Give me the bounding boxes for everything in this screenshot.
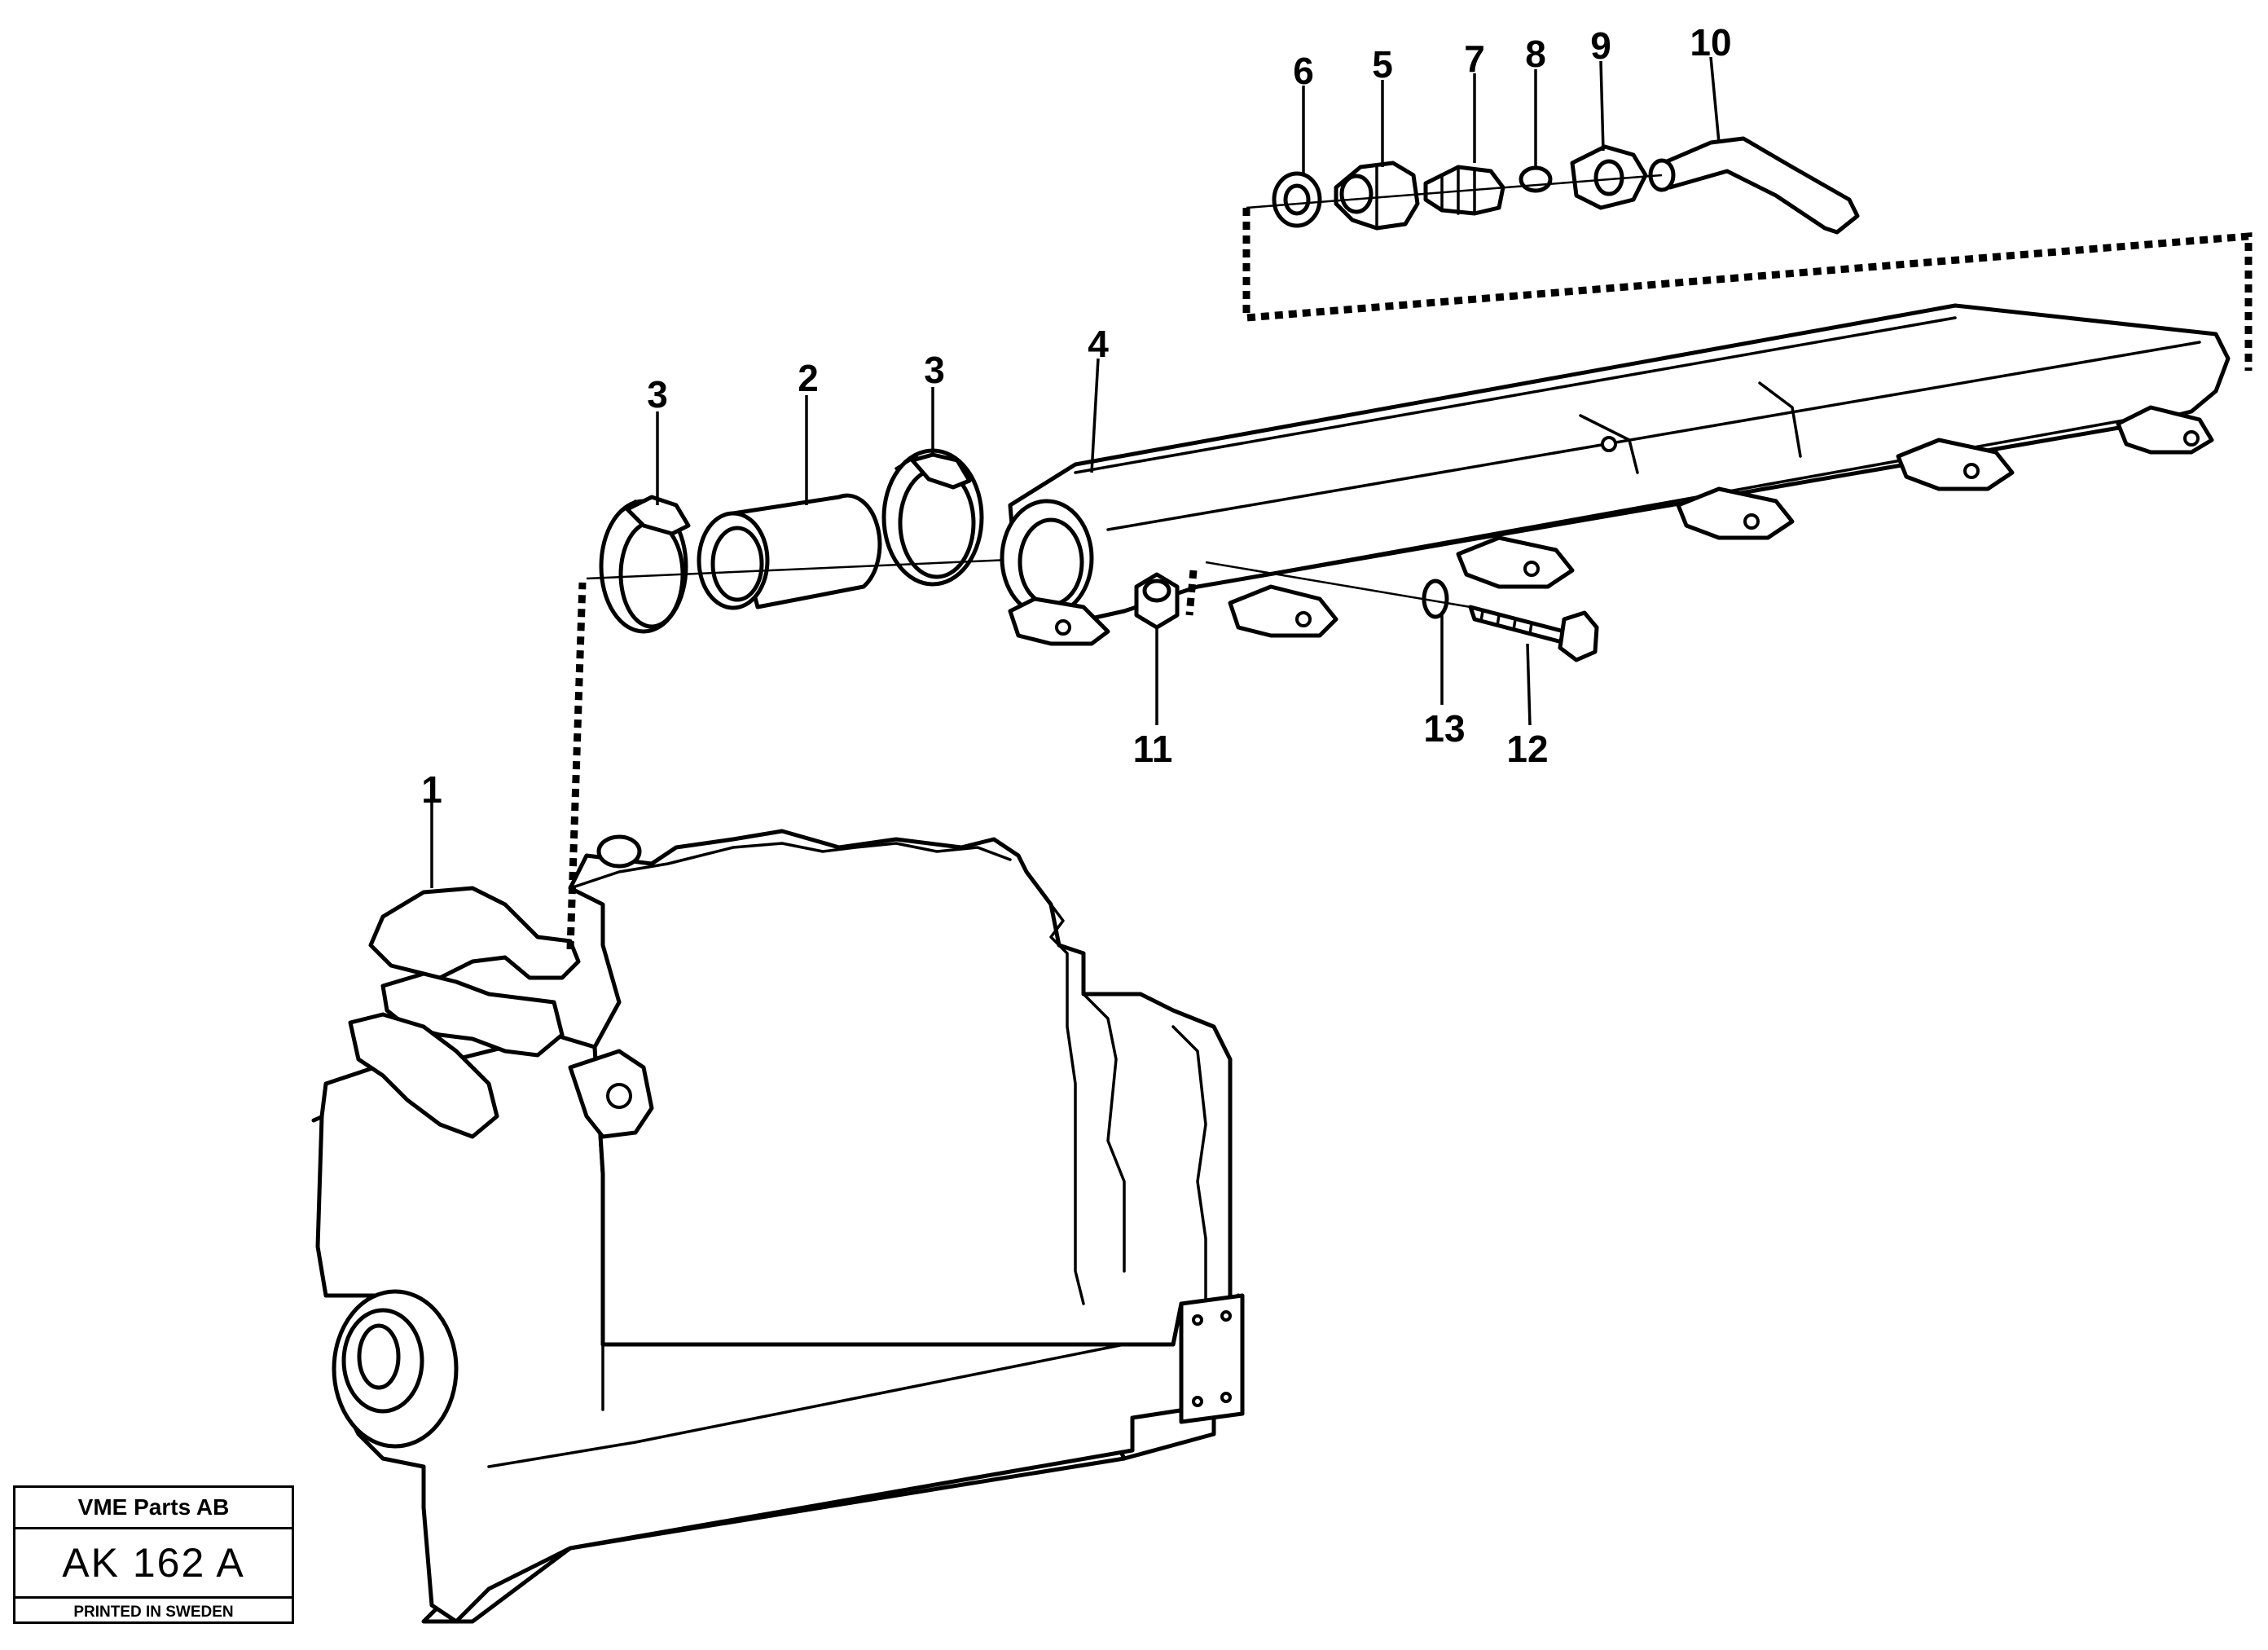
connecting-hose [697, 493, 882, 610]
stamp-printed: PRINTED IN SWEDEN [73, 1604, 234, 1621]
screw-12 [1468, 605, 1599, 662]
callout-8: 8 [1525, 33, 1546, 75]
sealing-washer-6 [1272, 171, 1322, 228]
callout-11: 11 [1133, 728, 1173, 770]
callout-4: 4 [1088, 323, 1109, 365]
callout-3-left: 3 [647, 373, 668, 416]
stamp-company: VME Parts AB [15, 1488, 292, 1529]
callout-2: 2 [798, 357, 819, 399]
callout-7: 7 [1464, 37, 1485, 80]
olive-8 [1519, 165, 1553, 193]
engine-block [311, 829, 1245, 1624]
hose-clamp-left [599, 495, 691, 634]
callout-9: 9 [1590, 24, 1611, 67]
callout-3-right: 3 [924, 349, 945, 391]
spacer-sleeve-11 [1134, 572, 1180, 630]
callout-5: 5 [1372, 43, 1393, 86]
title-stamp: VME Parts AB AK 162 A PRINTED IN SWEDEN [13, 1485, 294, 1624]
callout-12: 12 [1506, 728, 1548, 770]
union-nipple-5 [1334, 161, 1420, 231]
callout-1: 1 [421, 768, 442, 811]
nut-9 [1570, 144, 1648, 210]
pipe-10 [1648, 136, 1860, 235]
callout-13: 13 [1423, 707, 1465, 750]
callout-10: 10 [1690, 21, 1731, 64]
water-distribution-pipe [1000, 303, 2231, 646]
callout-6: 6 [1293, 50, 1314, 92]
stamp-code: AK 162 A [15, 1529, 292, 1599]
hose-clamp-right [881, 448, 984, 587]
